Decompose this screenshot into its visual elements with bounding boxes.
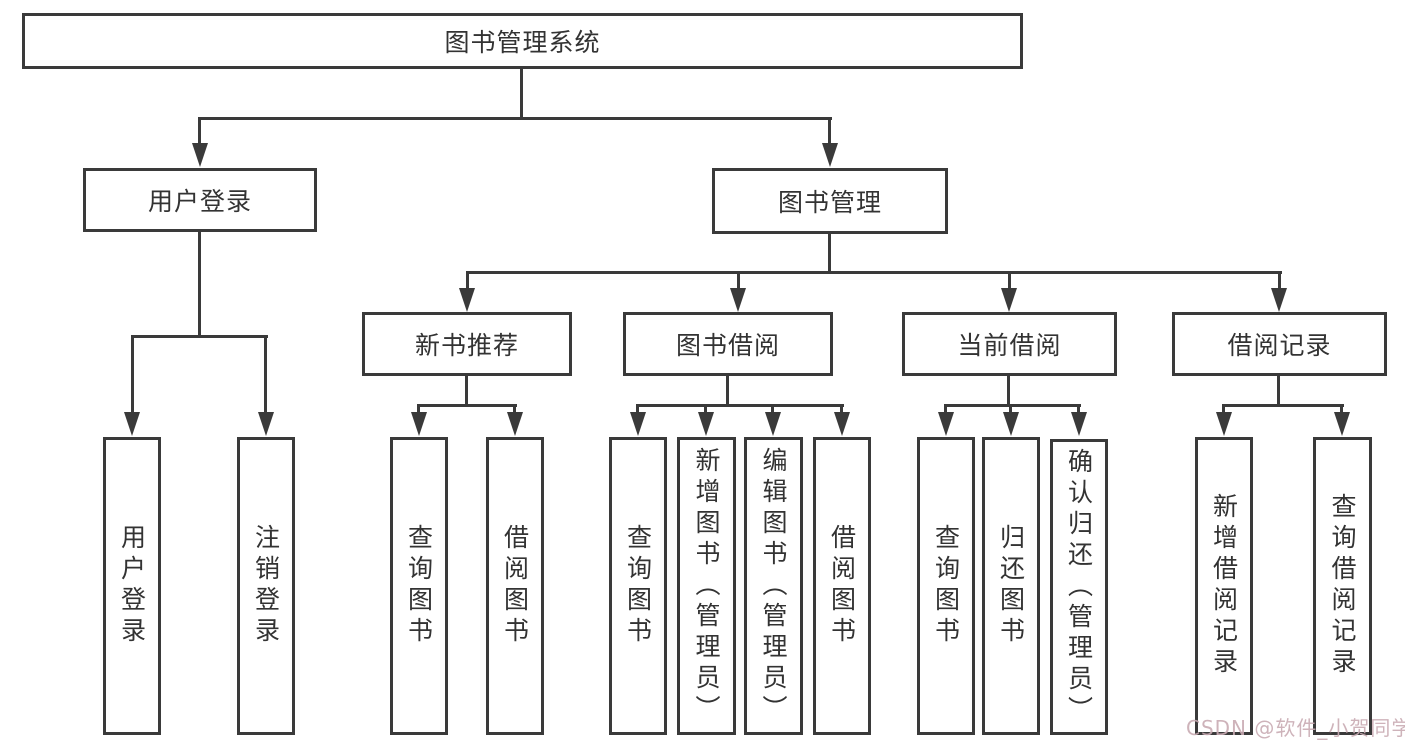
connector-group-rail [945, 404, 1081, 407]
node-borrow-records: 借阅记录 [1172, 312, 1387, 376]
connector-leaf-shaft [131, 335, 134, 415]
connector-book-mgmt-down [828, 234, 831, 274]
connector-level3-shaft [466, 271, 469, 293]
arrow-leaf-icon [630, 412, 646, 436]
connector-group-rail [417, 404, 517, 407]
connector-leaf-shaft [417, 404, 420, 416]
arrow-leaf-icon [1071, 412, 1087, 436]
arrow-leaf-icon [1003, 412, 1019, 436]
connector-level3-rail [466, 271, 1282, 274]
connector-book-mgmt-shaft [828, 117, 831, 149]
arrow-level3-icon [459, 288, 475, 312]
node-book-borrow: 图书借阅 [623, 312, 833, 376]
arrow-leaf-icon [258, 412, 274, 436]
leaf-query-books-recommend: 查询图书 [390, 437, 448, 735]
arrow-leaf-icon [411, 412, 427, 436]
arrow-book-mgmt-icon [822, 143, 838, 167]
arrow-user-login-icon [192, 143, 208, 167]
watermark: CSDN @软件_小贺同学 [1186, 716, 1405, 740]
connector-leaf-shaft [1340, 404, 1343, 416]
connector-leaf-shaft [264, 335, 267, 415]
connector-leaf-shaft [1077, 404, 1080, 416]
connector-group-stub [1007, 376, 1010, 407]
connector-leaf-shaft [771, 404, 774, 416]
connector-leaf-shaft [513, 404, 516, 416]
connector-user-login-shaft [198, 117, 201, 149]
leaf-query-books-current: 查询图书 [917, 437, 975, 735]
leaf-query-books-borrow: 查询图书 [609, 437, 667, 735]
arrow-leaf-icon [938, 412, 954, 436]
arrow-leaf-icon [507, 412, 523, 436]
leaf-return-books: 归还图书 [982, 437, 1040, 735]
arrow-leaf-icon [124, 412, 140, 436]
leaf-borrow-books-recommend: 借阅图书 [486, 437, 544, 735]
connector-group-stub [1277, 376, 1280, 407]
connector-level3-shaft [737, 271, 740, 293]
node-new-book-recommend: 新书推荐 [362, 312, 572, 376]
arrow-level3-icon [1271, 288, 1287, 312]
leaf-confirm-return-admin: 确认归还（管理员） [1050, 439, 1108, 735]
connector-group-stub [465, 376, 468, 407]
arrow-leaf-icon [1334, 412, 1350, 436]
connector-leaf-shaft [1009, 404, 1012, 416]
connector-level2-rail [199, 117, 832, 120]
leaf-edit-book-admin: 编辑图书（管理员） [744, 437, 803, 735]
connector-user-login-stub [198, 232, 201, 338]
connector-group-rail [1223, 404, 1344, 407]
leaf-logout: 注销登录 [237, 437, 295, 735]
connector-user-login-rail [131, 335, 268, 338]
connector-leaf-shaft [704, 404, 707, 416]
leaf-add-book-admin: 新增图书（管理员） [677, 437, 736, 735]
leaf-user-login: 用户登录 [103, 437, 161, 735]
connector-root-stub [520, 69, 523, 119]
node-book-management: 图书管理 [712, 168, 948, 234]
node-root: 图书管理系统 [22, 13, 1023, 69]
connector-group-rail [637, 404, 844, 407]
arrow-level3-icon [1001, 288, 1017, 312]
arrow-leaf-icon [698, 412, 714, 436]
connector-leaf-shaft [636, 404, 639, 416]
arrow-level3-icon [730, 288, 746, 312]
connector-level3-shaft [1008, 271, 1011, 293]
node-user-login: 用户登录 [83, 168, 317, 232]
arrow-leaf-icon [765, 412, 781, 436]
node-current-borrow: 当前借阅 [902, 312, 1117, 376]
connector-leaf-shaft [840, 404, 843, 416]
arrow-leaf-icon [834, 412, 850, 436]
connector-level3-shaft [1278, 271, 1281, 293]
leaf-query-borrow-record: 查询借阅记录 [1313, 437, 1372, 735]
arrow-leaf-icon [1216, 412, 1232, 436]
connector-leaf-shaft [1222, 404, 1225, 416]
leaf-add-borrow-record: 新增借阅记录 [1195, 437, 1253, 735]
leaf-borrow-books-borrow: 借阅图书 [813, 437, 871, 735]
connector-group-stub [726, 376, 729, 407]
connector-leaf-shaft [944, 404, 947, 416]
